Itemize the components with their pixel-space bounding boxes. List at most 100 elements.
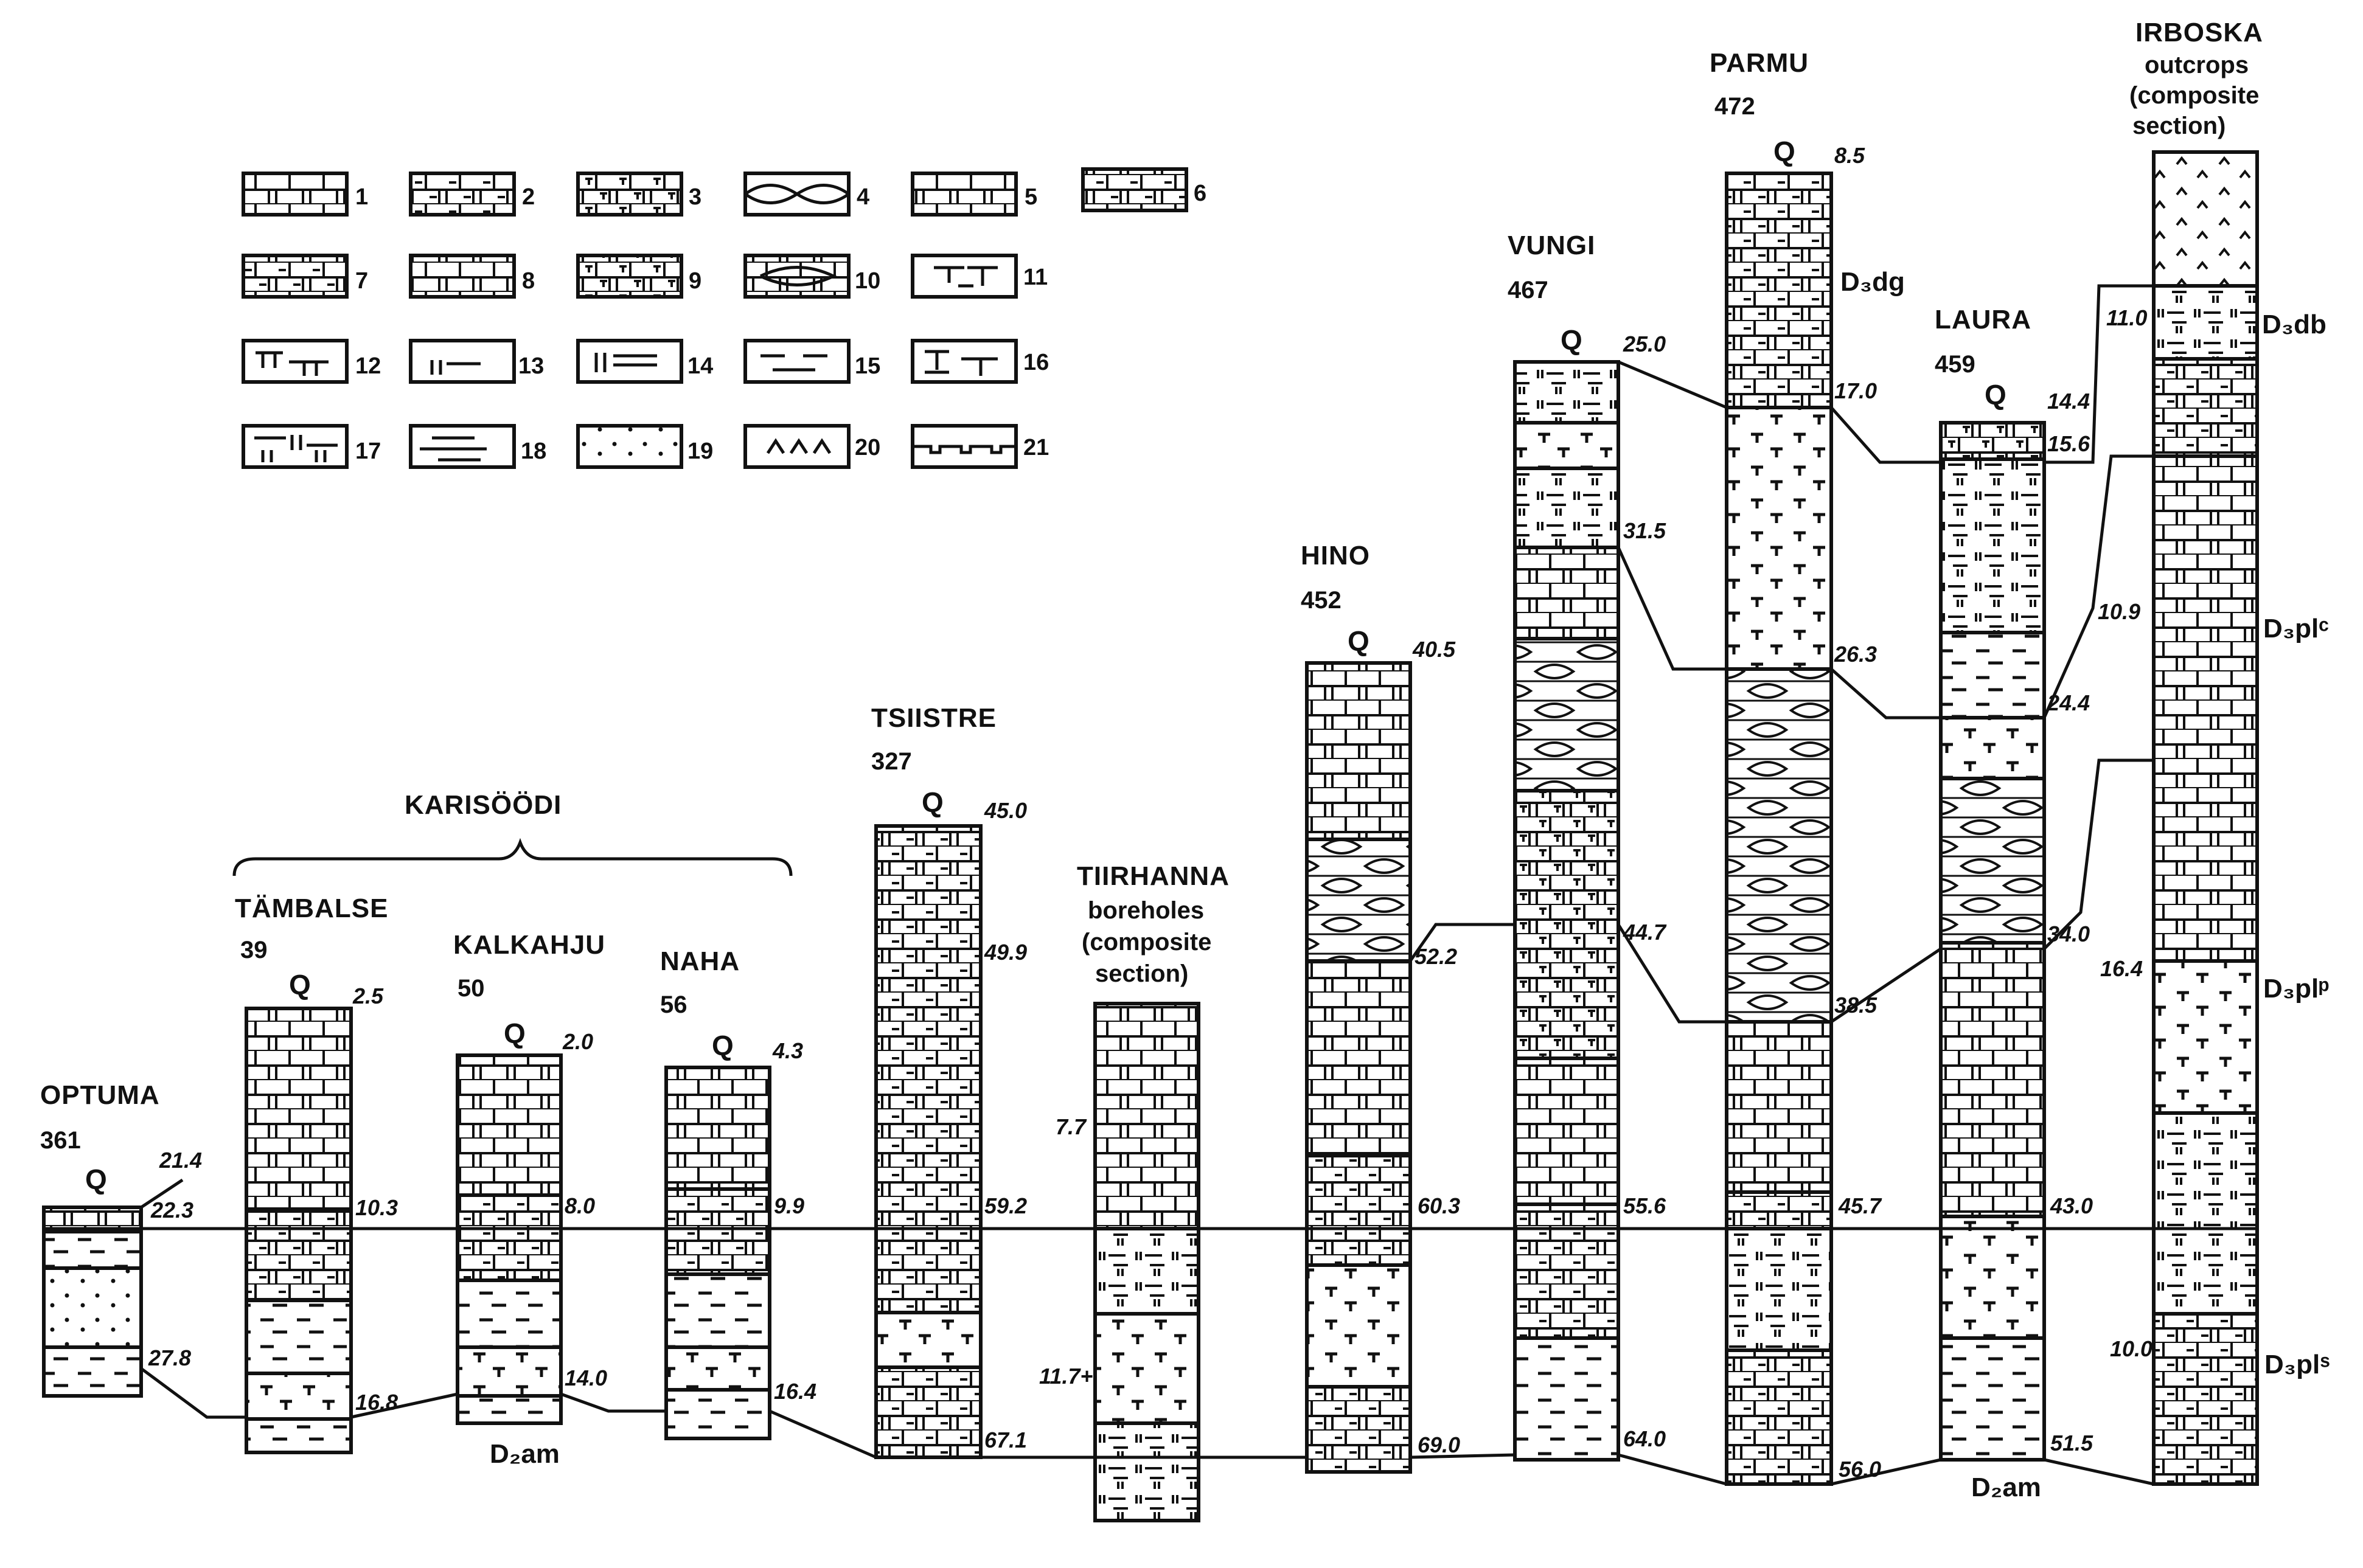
legend-box-9 [576,254,683,299]
section-name-laura: LAURA [1935,305,2031,335]
section-number-parmu: 472 [1714,93,1755,120]
depth-parmu-1: 8.5 [1834,143,1865,168]
strat-label-d3plc: D₃plᶜ [2263,614,2329,644]
column-tiirhanna [1093,1002,1200,1522]
strat-label-d3dg: D₃dg [1840,267,1905,297]
depth-hino-2: 52.2 [1415,944,1457,969]
depth-laura-3: 24.4 [2047,690,2090,715]
strat-label-d2am-right: D₂am [1971,1473,2041,1502]
depth-kalkahju-3: 14.0 [565,1365,607,1390]
legend-label-16: 16 [1023,350,1049,375]
section-number-kalkahju: 50 [458,975,485,1002]
section-number-optuma: 361 [40,1127,81,1154]
depth-hino-1: 40.5 [1412,637,1456,662]
column-hino [1305,661,1412,1474]
depth-optuma-1: 21.4 [159,1148,202,1173]
section-name-parmu: PARMU [1710,48,1809,78]
legend-label-13: 13 [518,353,544,379]
depth-vungi-2: 31.5 [1623,518,1666,543]
legend-box-11 [911,254,1018,299]
legend-label-4: 4 [857,184,869,210]
correlation-lines [44,284,2257,1486]
depth-vungi-1: 25.0 [1623,331,1666,356]
section-name-tambalse: TÄMBALSE [235,893,388,923]
depth-tsiistre-3: 59.2 [984,1193,1027,1218]
depth-parmu-5: 45.7 [1838,1193,1882,1218]
depth-laura-2: 15.6 [2047,431,2090,456]
depth-parmu-3: 26.3 [1834,642,1877,667]
q-label-tsiistre: Q [922,786,944,818]
section-name-tiirhanna: TIIRHANNA [1077,861,1230,891]
section-headers: OPTUMA 361 TÄMBALSE 39 KALKAHJU 50 NAHA … [40,18,2263,1154]
depth-hino-4: 69.0 [1418,1432,1460,1457]
depth-optuma-3: 27.8 [148,1345,191,1370]
q-label-naha: Q [712,1030,734,1061]
depth-irboska-1: 11.0 [2106,305,2147,330]
column-naha [664,1066,771,1440]
legend-box-18 [409,424,516,469]
section-number-naha: 56 [660,991,687,1018]
depth-naha-3: 16.4 [774,1379,816,1404]
section-name-hino: HINO [1301,541,1370,571]
section-subtitle-irboska-3: section) [2132,113,2226,139]
legend-label-17: 17 [355,439,381,464]
column-tambalse [245,1007,353,1454]
strat-label-d3db: D₃db [2262,310,2326,339]
depth-naha-2: 9.9 [774,1193,804,1218]
legend-box-2 [409,172,516,217]
legend-label-7: 7 [355,268,368,294]
legend-label-9: 9 [689,268,701,294]
legend-label-6: 6 [1194,181,1206,206]
depth-parmu-4: 38.5 [1834,993,1878,1018]
legend-label-8: 8 [522,268,535,294]
q-label-kalkahju: Q [504,1018,526,1049]
section-number-vungi: 467 [1508,277,1548,304]
legend-box-5 [911,172,1018,217]
depth-irboska-2: 10.9 [2098,599,2140,624]
legend-label-1: 1 [355,184,368,210]
karisoodi-label: KARISÖÖDI [405,790,562,820]
column-parmu [1725,172,1833,1486]
q-label-vungi: Q [1561,324,1582,356]
legend-label-18: 18 [521,439,546,464]
depth-tsiistre-1: 45.0 [984,798,1027,823]
column-vungi [1513,360,1620,1462]
legend-box-14 [576,339,683,384]
section-subtitle-irboska-2: (composite [2129,82,2259,109]
section-subtitle-tiirhanna-2: (composite [1082,929,1211,956]
lithology-legend: 1 2 3 4 5 6 7 8 9 10 11 12 13 14 15 16 1… [242,167,1206,469]
section-name-optuma: OPTUMA [40,1080,160,1110]
section-number-tsiistre: 327 [871,748,912,775]
q-label-parmu: Q [1773,136,1795,167]
depth-laura-1: 14.4 [2047,389,2090,414]
column-tsiistre [874,824,983,1459]
depth-irboska-3: 16.4 [2100,956,2143,981]
q-label-laura: Q [1985,379,2006,411]
base-line [140,1367,2154,1486]
section-subtitle-tiirhanna-1: boreholes [1088,897,1204,924]
depth-tiirhanna-2: 11.7+ [1039,1364,1093,1389]
q-label-optuma: Q [85,1164,107,1195]
legend-label-10: 10 [855,268,880,294]
legend-label-3: 3 [689,184,701,210]
legend-label-2: 2 [522,184,535,210]
legend-box-19 [576,424,683,469]
q-label-hino: Q [1348,625,1369,657]
legend-label-15: 15 [855,353,880,379]
depth-optuma-2: 22.3 [150,1198,193,1223]
legend-label-21: 21 [1023,435,1049,460]
depth-vungi-5: 64.0 [1623,1426,1666,1451]
legend-box-13 [409,339,516,384]
legend-label-19: 19 [687,439,713,464]
legend-box-3 [576,172,683,217]
depth-kalkahju-2: 8.0 [565,1193,595,1218]
strat-label-d3plp: D₃plᵖ [2263,974,2329,1004]
section-number-tambalse: 39 [240,937,268,963]
depth-laura-5: 43.0 [2050,1193,2093,1218]
legend-box-7 [242,254,349,299]
depth-naha-1: 4.3 [772,1038,803,1063]
depth-vungi-3: 44.7 [1623,920,1667,945]
karisoodi-bracket [232,838,793,876]
legend-box-16 [911,339,1018,384]
depth-laura-4: 34.0 [2047,921,2090,946]
